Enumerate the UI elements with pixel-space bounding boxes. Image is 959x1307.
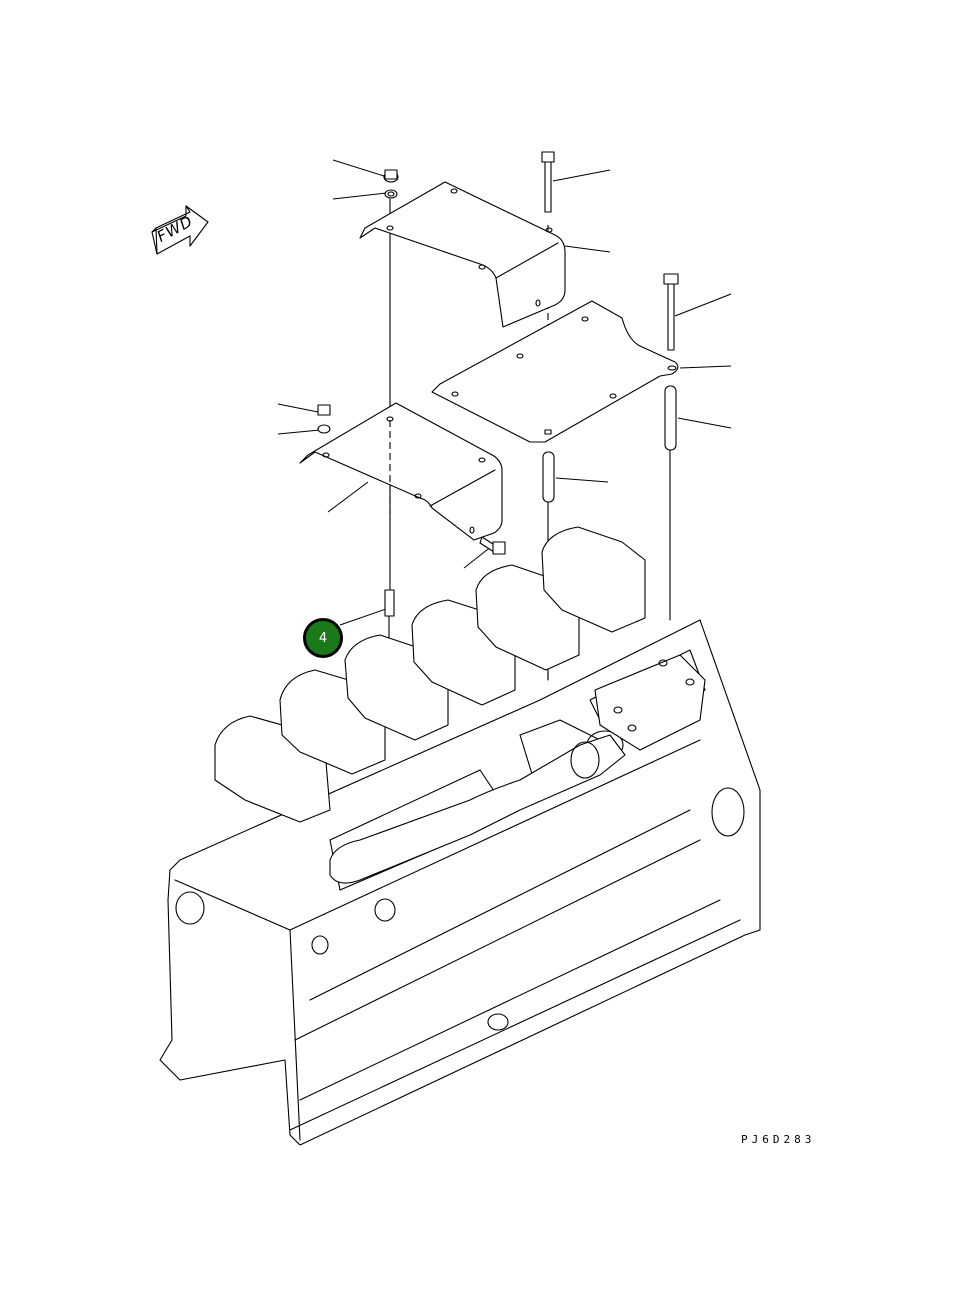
washer-middle — [317, 424, 331, 434]
callout-4-button[interactable]: 4 — [303, 618, 343, 658]
bolt-right — [663, 273, 679, 351]
nut-upper — [383, 169, 399, 183]
bolt-short — [479, 536, 506, 555]
exhaust-manifold — [329, 654, 706, 884]
rocker-covers — [214, 526, 646, 823]
spacer-right — [664, 385, 677, 621]
heat-shield-plate-middle — [431, 300, 679, 443]
drawing-code: PJ6D283 — [741, 1133, 816, 1146]
nut-middle — [317, 404, 331, 416]
heat-shield-cover-upper — [359, 181, 566, 328]
heat-shield-cover-lower — [299, 402, 503, 541]
leader-lines — [277, 159, 732, 626]
fwd-arrow-icon — [151, 205, 209, 255]
washer-upper — [384, 189, 398, 199]
bolt-upper — [541, 151, 555, 213]
